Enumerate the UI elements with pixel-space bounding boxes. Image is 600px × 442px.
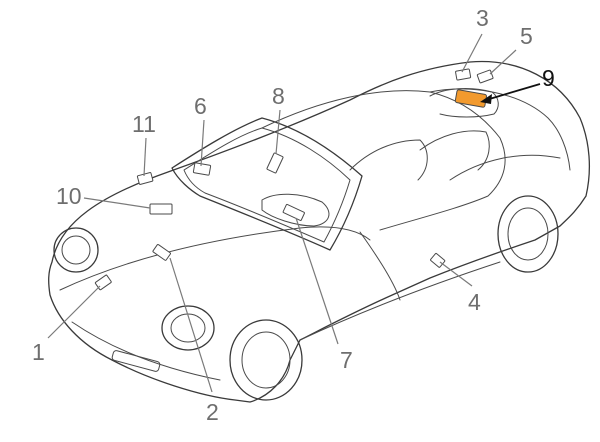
component-2 (152, 244, 171, 261)
component-5 (476, 69, 494, 84)
windshield-frame (171, 117, 363, 251)
seat-left (349, 139, 428, 181)
leader-lines (47, 33, 541, 393)
component-3 (455, 68, 472, 81)
seat-right (419, 130, 490, 171)
hood-line (59, 226, 371, 291)
component-4 (430, 252, 446, 268)
leader-7 (295, 217, 339, 345)
component-11 (136, 172, 154, 185)
headlight-right-inner (170, 313, 206, 343)
callout-8: 8 (272, 83, 285, 109)
leader-3 (461, 33, 483, 73)
leader-8 (275, 109, 281, 155)
leader-2 (169, 257, 213, 393)
callout-3: 3 (476, 5, 489, 31)
callout-6: 6 (194, 93, 207, 119)
component-7 (282, 203, 305, 221)
body-silhouette (48, 60, 590, 403)
callout-labels: 1 2 3 4 5 6 7 8 9 10 11 (32, 5, 555, 425)
leader-5 (489, 49, 517, 75)
leader-9 (485, 83, 541, 101)
callout-11: 11 (132, 111, 156, 137)
components (94, 68, 494, 291)
component-8 (266, 152, 284, 174)
leader-10 (83, 197, 151, 209)
windshield-outer (171, 117, 363, 251)
callout-9: 9 (542, 65, 555, 91)
headlight-right (161, 305, 215, 351)
leader-1 (47, 285, 101, 339)
leader-11 (143, 137, 147, 177)
callout-7: 7 (340, 347, 353, 373)
side-sill-line (299, 261, 501, 341)
wheels (229, 195, 559, 401)
headlight-left-inner (61, 235, 91, 265)
steering-wheel (261, 193, 330, 227)
front-wheel-tire (229, 319, 303, 401)
leader-6 (200, 119, 205, 167)
front-bumper-line (71, 321, 221, 381)
callout-2: 2 (206, 399, 219, 425)
component-9-highlighted (454, 89, 487, 108)
door-line (359, 231, 401, 301)
callout-4: 4 (468, 289, 481, 315)
headlights (53, 227, 215, 372)
rear-wheel-rim (507, 207, 549, 261)
rear-deck-line (429, 88, 571, 171)
component-10 (149, 203, 173, 215)
windshield-inner (183, 127, 351, 243)
callout-1: 1 (32, 339, 45, 365)
callout-10: 10 (56, 183, 82, 209)
callout-5: 5 (520, 23, 533, 49)
front-wheel-rim (241, 331, 291, 389)
rear-fender-line (449, 154, 561, 181)
rear-wheel-tire (497, 195, 559, 273)
headlight-left (53, 227, 99, 273)
cockpit-opening (261, 90, 506, 231)
cabin-interior (261, 88, 506, 231)
roll-hoop (429, 88, 499, 118)
arrow-head-9 (480, 94, 492, 104)
leader-4 (439, 261, 473, 287)
front-grille-slot (111, 350, 161, 372)
component-6 (192, 162, 212, 176)
